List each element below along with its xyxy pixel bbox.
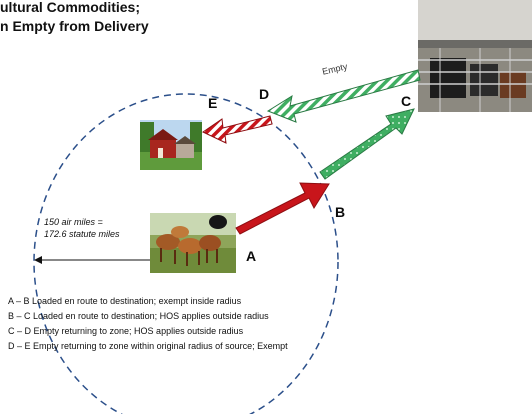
- point-c-label: C: [401, 93, 412, 109]
- radius-circle: [33, 93, 339, 414]
- stockyard-photo: [418, 0, 532, 112]
- point-b-label: B: [335, 204, 346, 220]
- arrow-a-b: [235, 182, 330, 235]
- arrow-d-e: [202, 115, 273, 144]
- radius-note: 150 air miles = 172.6 statute miles: [44, 216, 120, 240]
- cattle-photo: [150, 213, 236, 273]
- title-line-2: n Empty from Delivery: [0, 18, 149, 34]
- farm-photo: [140, 120, 202, 170]
- legend: A – B Loaded en route to destination; ex…: [8, 294, 288, 354]
- point-a-label: A: [246, 248, 257, 264]
- legend-item-c-d: C – D Empty returning to zone; HOS appli…: [8, 326, 244, 336]
- point-d-label: D: [259, 86, 270, 102]
- legend-item-d-e: D – E Empty returning to zone within ori…: [8, 341, 288, 351]
- legend-item-a-b: A – B Loaded en route to destination; ex…: [8, 296, 242, 306]
- radius-arrowhead: [34, 256, 42, 264]
- arrow-c-d: [266, 69, 421, 123]
- legend-item-b-c: B – C Loaded en route to destination; HO…: [8, 311, 269, 321]
- point-e-label: E: [208, 95, 218, 111]
- title-line-1: ultural Commodities;: [0, 0, 141, 15]
- arrow-b-c: [319, 108, 415, 180]
- radius-note-line-2: 172.6 statute miles: [44, 229, 120, 239]
- radius-note-line-1: 150 air miles =: [44, 217, 103, 227]
